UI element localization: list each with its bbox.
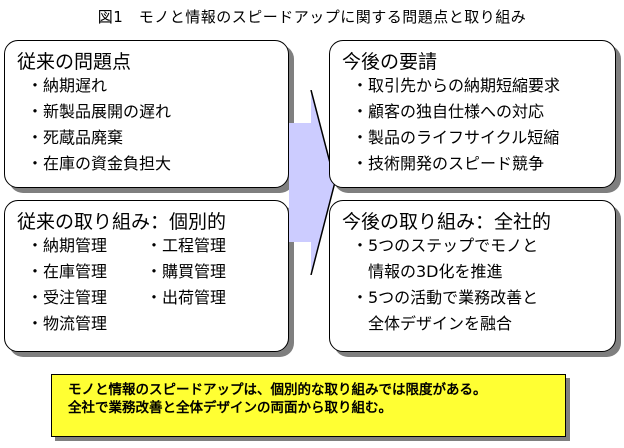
future-demand-item: ・顧客の独自仕様への対応 [352, 102, 545, 121]
future-effort-item: 全体デザインを融合 [352, 314, 513, 333]
past-efforts-heading: 従来の取り組み：個別的 [17, 211, 227, 233]
future-demand-item: ・取引先からの納期短縮要求 [352, 76, 561, 95]
past-problems-heading: 従来の問題点 [17, 51, 132, 73]
figure-title: 図1 モノと情報のスピードアップに関する問題点と取り組み [97, 8, 527, 26]
summary-line-1: モノと情報のスピードアップは、個別的な取り組みでは限度がある。 [68, 382, 487, 398]
future-effort-item: ・5つのステップでモノと [352, 236, 539, 255]
future-effort-item: 情報の3D化を推進 [352, 262, 503, 281]
past-effort-item: ・出荷管理 [146, 288, 227, 307]
transition-arrow [289, 90, 335, 275]
arrow-shape [289, 90, 335, 275]
past-effort-item: ・在庫管理 [27, 262, 108, 281]
past-problems-box: 従来の問題点 ・納期遅れ ・新製品展開の遅れ ・死蔵品廃棄 ・在庫の資金負担大 [4, 40, 289, 188]
future-demands-box: 今後の要請 ・取引先からの納期短縮要求 ・顧客の独自仕様への対応 ・製品のライフ… [329, 40, 616, 188]
summary-line-2: 全社で業務改善と全体デザインの両面から取り組む。 [68, 400, 392, 416]
past-effort-item: ・物流管理 [27, 314, 108, 333]
past-problem-item: ・在庫の資金負担大 [27, 154, 172, 173]
future-efforts-heading: 今後の取り組み：全社的 [342, 211, 552, 233]
past-efforts-box: 従来の取り組み：個別的 ・納期管理 ・在庫管理 ・受注管理 ・物流管理 ・工程管… [4, 200, 289, 352]
past-effort-item: ・納期管理 [27, 236, 108, 255]
past-problem-item: ・死蔵品廃棄 [27, 128, 124, 147]
future-effort-item: ・5つの活動で業務改善と [352, 288, 539, 307]
summary-note: モノと情報のスピードアップは、個別的な取り組みでは限度がある。 全社で業務改善と… [51, 374, 566, 437]
future-demand-item: ・製品のライフサイクル短縮 [352, 128, 560, 147]
future-demand-item: ・技術開発のスピード競争 [352, 154, 545, 173]
future-demands-heading: 今後の要請 [342, 51, 438, 73]
past-problem-item: ・納期遅れ [27, 76, 108, 95]
past-effort-item: ・工程管理 [146, 236, 227, 255]
past-effort-item: ・購買管理 [146, 262, 227, 281]
past-problem-item: ・新製品展開の遅れ [27, 102, 172, 121]
past-effort-item: ・受注管理 [27, 288, 108, 307]
future-efforts-box: 今後の取り組み：全社的 ・5つのステップでモノと 情報の3D化を推進 ・5つの活… [329, 200, 616, 352]
